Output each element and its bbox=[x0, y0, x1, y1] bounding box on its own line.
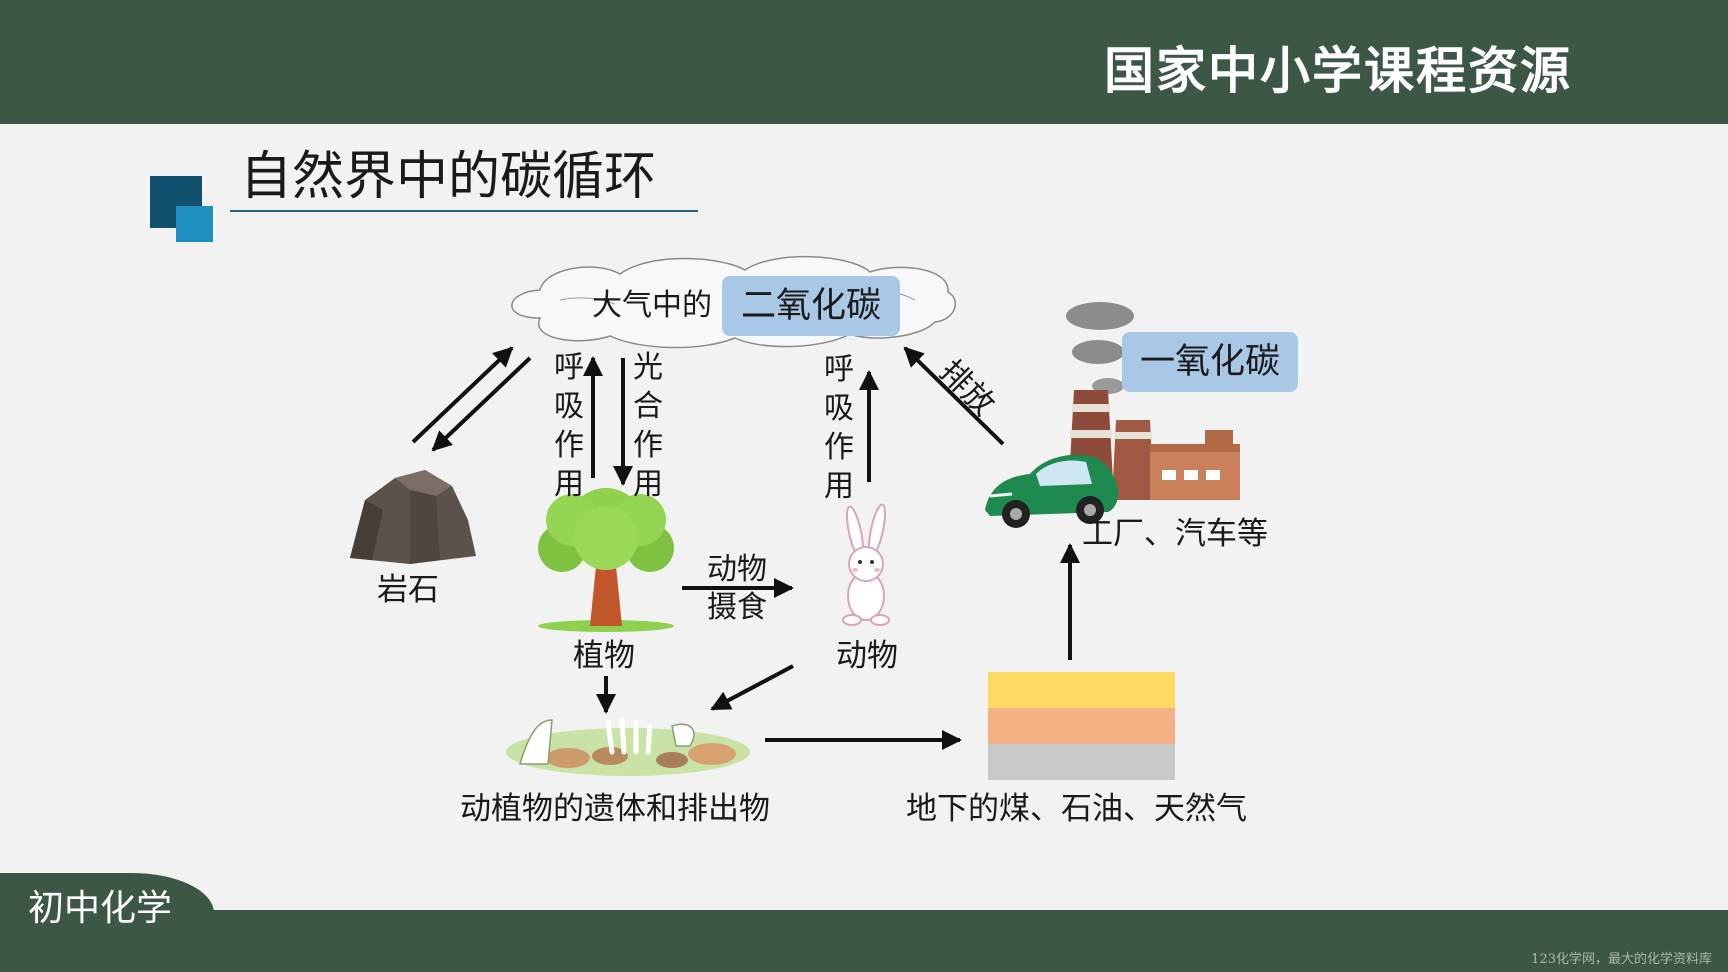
industry-label: 工厂、汽车等 bbox=[1082, 516, 1268, 552]
title-decoration-light bbox=[176, 206, 213, 242]
coal-layer bbox=[988, 672, 1175, 708]
feeding-label-line2: 摄食 bbox=[707, 590, 767, 625]
rock-label: 岩石 bbox=[377, 572, 439, 608]
slide-title: 自然界中的碳循环 bbox=[240, 147, 657, 207]
course-tab bbox=[0, 873, 214, 972]
plant-label: 植物 bbox=[573, 638, 635, 674]
rock-icon bbox=[350, 470, 476, 564]
oil-layer bbox=[988, 708, 1175, 744]
arrow-animal-to-remains bbox=[710, 664, 794, 711]
brand-logo-text: 国家中小学课程资源 bbox=[1104, 42, 1572, 100]
animal-respiration-label: 呼吸作用 bbox=[824, 352, 854, 504]
remains-icon bbox=[506, 717, 750, 776]
car-icon bbox=[985, 454, 1119, 528]
arrow-rock-to-atmosphere bbox=[411, 346, 514, 444]
animal-label: 动物 bbox=[836, 638, 898, 674]
remains-label: 动植物的遗体和排出物 bbox=[460, 791, 770, 827]
course-label: 初中化学 bbox=[28, 888, 173, 929]
atmosphere-prefix-label: 大气中的 bbox=[592, 288, 712, 323]
header-bar bbox=[0, 0, 1728, 124]
arrow-atmosphere-to-rock bbox=[431, 356, 532, 452]
photosynthesis-label: 光合作用 bbox=[633, 350, 663, 502]
gas-layer bbox=[988, 744, 1175, 780]
co-highlight: 一氧化碳 bbox=[1122, 332, 1298, 392]
rabbit-icon bbox=[842, 503, 890, 626]
co2-highlight: 二氧化碳 bbox=[722, 276, 900, 336]
fossil-fuel-label: 地下的煤、石油、天然气 bbox=[906, 791, 1247, 827]
feeding-label-line1: 动物 bbox=[707, 552, 767, 587]
tree-icon bbox=[538, 488, 674, 632]
factory-icon bbox=[1066, 302, 1240, 500]
footer-bar bbox=[0, 910, 1728, 972]
fossil-fuel-layers bbox=[988, 672, 1175, 780]
arrow-emission bbox=[903, 346, 1005, 446]
watermark: 123化学网，最大的化学资料库 bbox=[1531, 952, 1712, 967]
title-underline bbox=[230, 210, 698, 212]
plant-respiration-label: 呼吸作用 bbox=[554, 350, 584, 502]
